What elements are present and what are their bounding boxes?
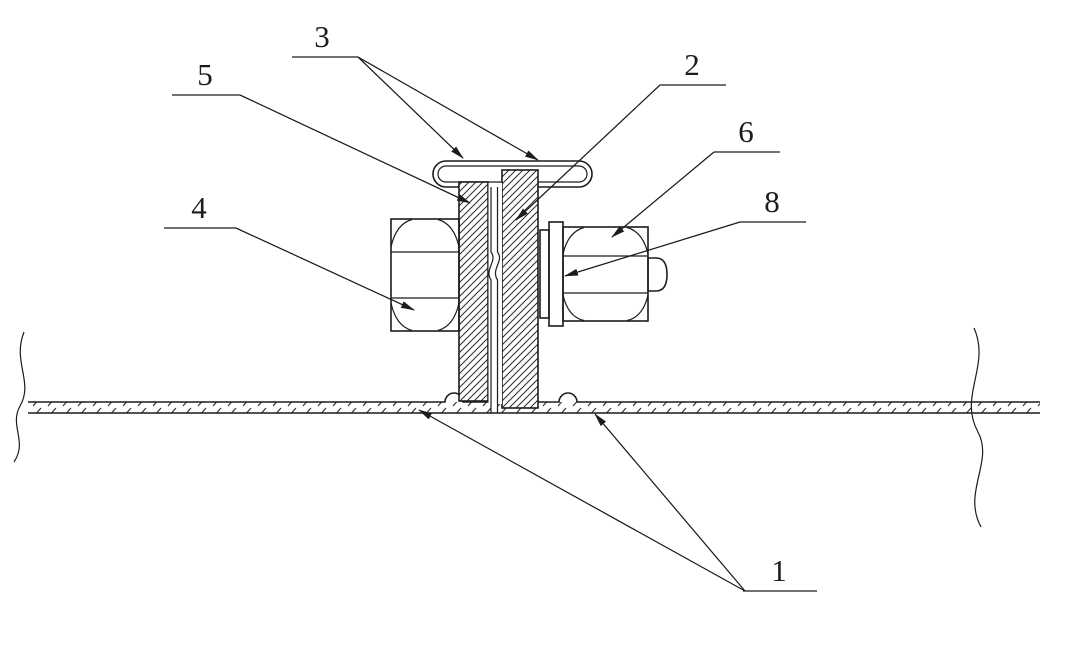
leader-line-1b <box>594 413 746 592</box>
part-label-2: 2 <box>684 47 700 82</box>
bolt-tip <box>647 257 668 292</box>
flange-gap-mask <box>488 183 502 404</box>
clamp-strip-left-section <box>458 181 489 402</box>
leader-line-5 <box>239 94 471 204</box>
washer-flat <box>539 229 550 319</box>
nut-chamfer-br <box>626 294 649 322</box>
bolt-head-body <box>390 218 460 332</box>
part-label-1: 1 <box>771 553 787 588</box>
hex-nut <box>562 226 649 322</box>
break-line-left <box>13 331 26 463</box>
bolt-head <box>390 218 460 332</box>
leader-line-3a <box>357 56 464 159</box>
leader-line-6 <box>611 151 715 238</box>
leader-line-2 <box>515 84 661 221</box>
leader-line-3b <box>357 56 539 161</box>
panel-top-line-right <box>497 392 1040 403</box>
leader-lines <box>235 56 746 592</box>
leader-line-8 <box>564 221 741 277</box>
bolt-head-chamfer-bl <box>390 302 413 332</box>
part-label-3: 3 <box>314 19 330 54</box>
part-label-4: 4 <box>191 190 207 225</box>
washer-stack <box>539 221 564 327</box>
panel-top-line-left <box>28 392 491 403</box>
leader-line-1a <box>418 409 746 592</box>
clamp-strip-left <box>458 181 489 402</box>
part-label-8: 8 <box>764 184 780 219</box>
bolt-head-chamfer-tl <box>390 218 413 248</box>
part-label-5: 5 <box>197 57 213 92</box>
bolt-head-chamfer-br <box>437 302 460 332</box>
nut-chamfer-tl <box>562 226 585 255</box>
center-plate-section <box>501 169 539 409</box>
part-callouts: 3 5 2 6 8 4 1 <box>164 19 817 592</box>
center-plate <box>501 169 539 409</box>
nut-chamfer-tr <box>626 226 649 255</box>
nut-chamfer-bl <box>562 294 585 322</box>
sheet-flange-line-b <box>494 187 501 413</box>
leader-line-4 <box>235 227 415 311</box>
break-line-right <box>970 327 984 528</box>
part-label-6: 6 <box>738 114 754 149</box>
sheet-flange-line-a <box>488 187 494 413</box>
bolt-head-chamfer-tr <box>437 218 460 248</box>
washer-spring <box>548 221 564 327</box>
nut-body <box>562 226 649 322</box>
